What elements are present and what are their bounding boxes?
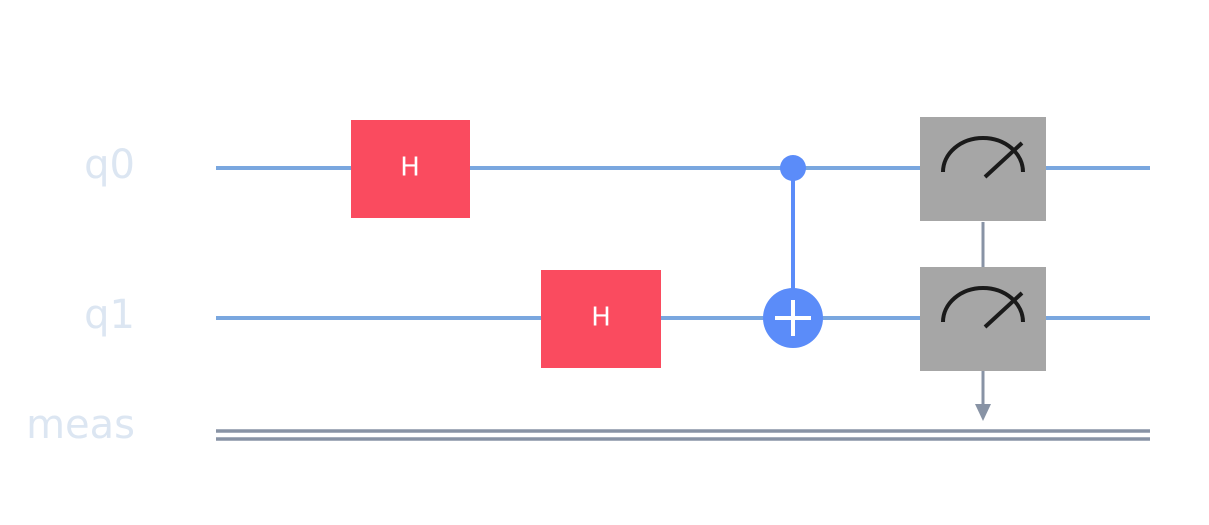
wire-label-q0: q0 xyxy=(84,142,135,188)
h-gate-q1-label: H xyxy=(591,303,611,333)
h-gate-q1-box xyxy=(541,270,661,368)
h-gate-q0[interactable]: H xyxy=(351,120,470,218)
meter-icon xyxy=(941,136,1025,179)
control-dot-icon[interactable] xyxy=(780,155,806,181)
meter-needle xyxy=(983,141,1024,179)
meter-needle xyxy=(983,291,1024,329)
meter-arc xyxy=(941,136,1025,173)
wire-label-q1: q1 xyxy=(84,292,135,338)
meter-arc xyxy=(941,286,1025,323)
classical-wire-meas xyxy=(216,429,1150,441)
wire-label-meas: meas xyxy=(26,402,135,448)
measure-gate-q1-box xyxy=(920,267,1046,371)
h-gate-q0-label: H xyxy=(400,153,420,183)
h-gate-q0-box xyxy=(351,120,470,218)
measure-arrow-to-classical xyxy=(975,370,991,421)
measure-gate-q0[interactable] xyxy=(920,117,1046,221)
measure-arrow-head xyxy=(975,404,991,421)
h-gate-q1[interactable]: H xyxy=(541,270,661,368)
measure-gate-q1[interactable] xyxy=(920,267,1046,371)
meter-icon xyxy=(941,286,1025,329)
xor-plus-icon[interactable] xyxy=(763,288,823,348)
measure-gate-q0-box xyxy=(920,117,1046,221)
